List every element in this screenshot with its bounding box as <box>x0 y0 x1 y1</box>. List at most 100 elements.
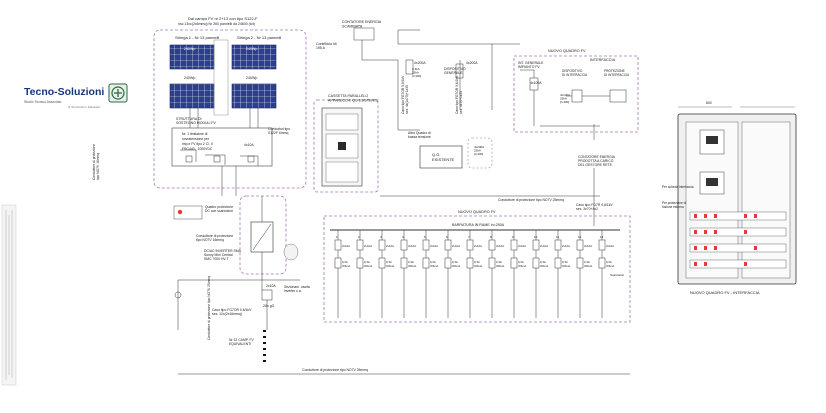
pv-field-title-2: nsc 13xc(2x6mmq) Nr 260 pannelli da 2460… <box>178 22 255 26</box>
feeder-rcd <box>422 257 430 269</box>
module-rating-1: 240Wp <box>184 76 195 80</box>
front-view: 800 Per scheda interfaccia Per protezion… <box>662 101 797 295</box>
feeder-number: 12 <box>578 235 582 239</box>
front-breaker-row-3 <box>689 243 787 253</box>
existing-panel-bottom <box>325 161 359 183</box>
front-note-1: Per scheda interfaccia <box>662 185 694 189</box>
spd-label: Scaricatori <box>610 273 625 277</box>
main-board-area <box>513 55 639 133</box>
feeder-breaker <box>488 239 496 251</box>
feeder-number: 9 <box>512 235 514 239</box>
front-view-caption: NUOVO QUADRO FV - INTERFACCIA <box>690 290 760 295</box>
inverter-area <box>239 195 287 275</box>
existing-cable-1-label: Cavo tipo FG7OR 0,6/1kVsez. 4x(1x70)+1x3… <box>401 75 409 114</box>
general-breaker-label: 4x100A <box>530 81 542 85</box>
existing-panel-display <box>338 142 346 150</box>
inverter-output-switch <box>261 289 273 301</box>
feeder-breaker-label: 2x10A <box>584 244 592 248</box>
feeder-rcd-label: 0,3A <box>496 260 502 264</box>
feeder-breaker <box>400 239 408 251</box>
new-fv-board-title: NUOVO QUADRO FV <box>458 210 496 214</box>
feeder-number: 5 <box>424 235 426 239</box>
feeder-group: 12x10A0,3A300mA22x10A0,3A300mA32x10A0,3A… <box>334 230 625 318</box>
company-logo: Tecno-Soluzioni Studio Tecnico Associato… <box>24 83 128 109</box>
front-interface-display <box>706 178 718 186</box>
feeder-rcd <box>510 257 518 269</box>
feeder-breaker-label: 2x10A <box>474 244 482 248</box>
feeder-breaker-label: 2x10A <box>364 244 372 248</box>
feeder-number: 6 <box>446 235 448 239</box>
title-block-text-lines <box>5 210 13 380</box>
busbar-label: BARRATURA IN RAME In=250A <box>452 223 505 227</box>
feeder-rcd <box>466 257 474 269</box>
string-box-line-4: FRC440 - 1000VDC <box>182 147 213 151</box>
feeder-rcd-label: 0,3A <box>540 260 546 264</box>
existing-cable-2-label: Cavo tipo FG7OR 0,6/1kVsez. 4x70+1x35 <box>455 75 463 114</box>
bottom-conductor-label: Conduttore di protezione tipo NO7V 25mmq <box>302 368 368 372</box>
feeder-breaker-label: 2x10A <box>518 244 526 248</box>
feeder-breaker <box>422 239 430 251</box>
feeder-breaker-label: 2x10A <box>452 244 460 248</box>
feeder-number: 13 <box>600 235 604 239</box>
logo-cross-icon <box>114 89 122 97</box>
front-breaker-handles <box>694 214 757 266</box>
string-box-breaker: 4x10A <box>244 143 254 147</box>
feeder-rcd-label: 0,3A <box>606 260 612 264</box>
existing-panel-area <box>313 99 379 193</box>
module-rating-4: 240Wp <box>246 47 257 51</box>
string-box-line-3: imp.e FV tipo 2 Cl. II <box>182 142 213 146</box>
feeder-breaker <box>334 239 342 251</box>
left-vertical-conductor-label: Conduttore di protezione tipo NO7V 25mmq <box>207 276 211 340</box>
feeder-rcd-sub-label: 300mA <box>584 264 592 268</box>
inverter-fan-icon <box>283 243 299 261</box>
feeder-breaker <box>466 239 474 251</box>
feeder-rcd-sub-label: 300mA <box>386 264 394 268</box>
front-meter-display <box>706 136 718 144</box>
feeder-number: 2 <box>358 235 360 239</box>
front-width-label: 800 <box>706 101 712 105</box>
string-box-wiring <box>180 108 259 196</box>
module-rating-3: 240Wp <box>184 47 195 51</box>
top-feed-wiring <box>361 29 520 131</box>
string-box-line-1: Nr. 1 limitatore di <box>182 132 208 136</box>
feeder-number: 8 <box>490 235 492 239</box>
feeder-rcd <box>400 257 408 269</box>
logo-gear-icon <box>111 86 125 100</box>
pv-module-array <box>169 39 277 116</box>
feeder-rcd-sub-label: 300mA <box>408 264 416 268</box>
dc-switch-indicator-icon <box>177 209 183 215</box>
feeder-rcd-label: 0,3A <box>584 260 590 264</box>
feeder-breaker-label: 2x10A <box>386 244 394 248</box>
equipment-terminals <box>263 330 266 362</box>
feeder-number: 7 <box>468 235 470 239</box>
feeder-breaker-label: 2x10A <box>540 244 548 248</box>
pv-field-area <box>153 29 307 189</box>
feeder-rcd-sub-label: 300mA <box>540 264 548 268</box>
production-meter-wiring <box>380 168 600 226</box>
existing-qg-box <box>419 145 463 169</box>
front-right-door <box>741 121 791 279</box>
feeder-rcd <box>378 257 386 269</box>
new-fv-board-area <box>323 215 631 323</box>
feeder-rcd-label: 0,3A <box>386 260 392 264</box>
feeder-rcd <box>532 257 540 269</box>
exchange-meter-box <box>353 27 375 41</box>
feeder-breaker <box>554 239 562 251</box>
feeder-rcd <box>334 257 342 269</box>
inverter-wiring <box>177 196 300 330</box>
feeder-number: 3 <box>380 235 382 239</box>
feeder-rcd <box>554 257 562 269</box>
